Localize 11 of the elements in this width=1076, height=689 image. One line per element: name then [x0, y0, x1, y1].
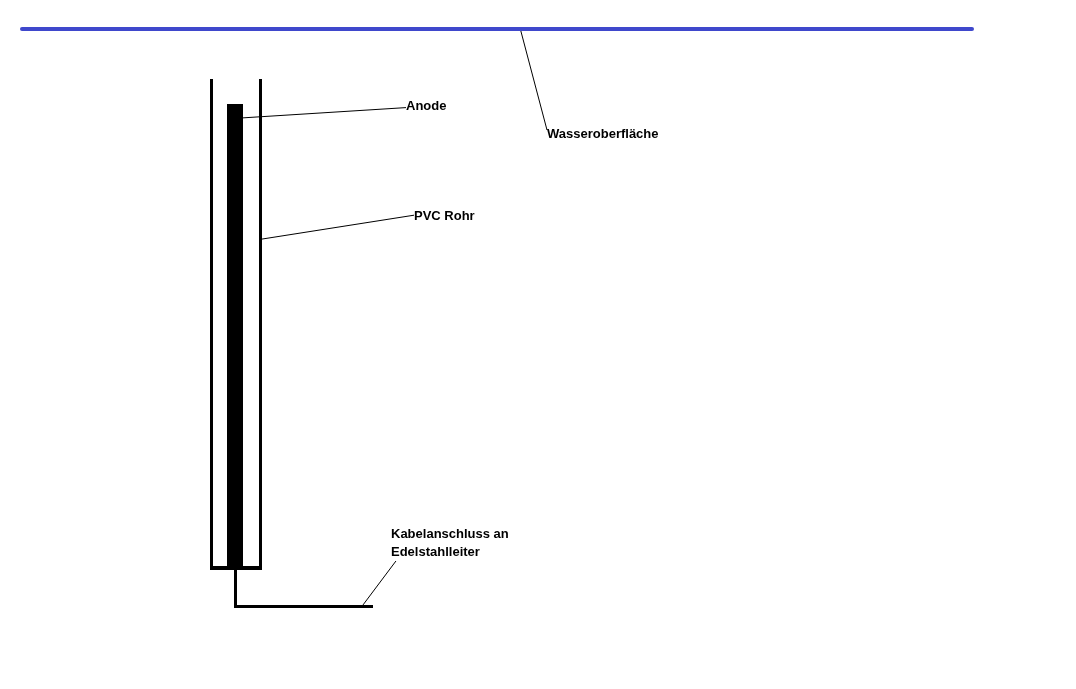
callout-label: Anode	[406, 98, 447, 114]
pipe-outline	[210, 79, 262, 570]
leader-line	[362, 560, 397, 606]
leader-line	[242, 107, 407, 119]
anode-rod	[227, 104, 243, 566]
cable-wire	[234, 570, 373, 608]
leader-line	[520, 30, 548, 131]
leader-line	[261, 214, 415, 240]
callout-label: PVC Rohr	[414, 208, 475, 224]
callout-label: Wasseroberfläche	[547, 126, 659, 142]
callout-label: Kabelanschluss an Edelstahlleiter	[391, 525, 541, 561]
